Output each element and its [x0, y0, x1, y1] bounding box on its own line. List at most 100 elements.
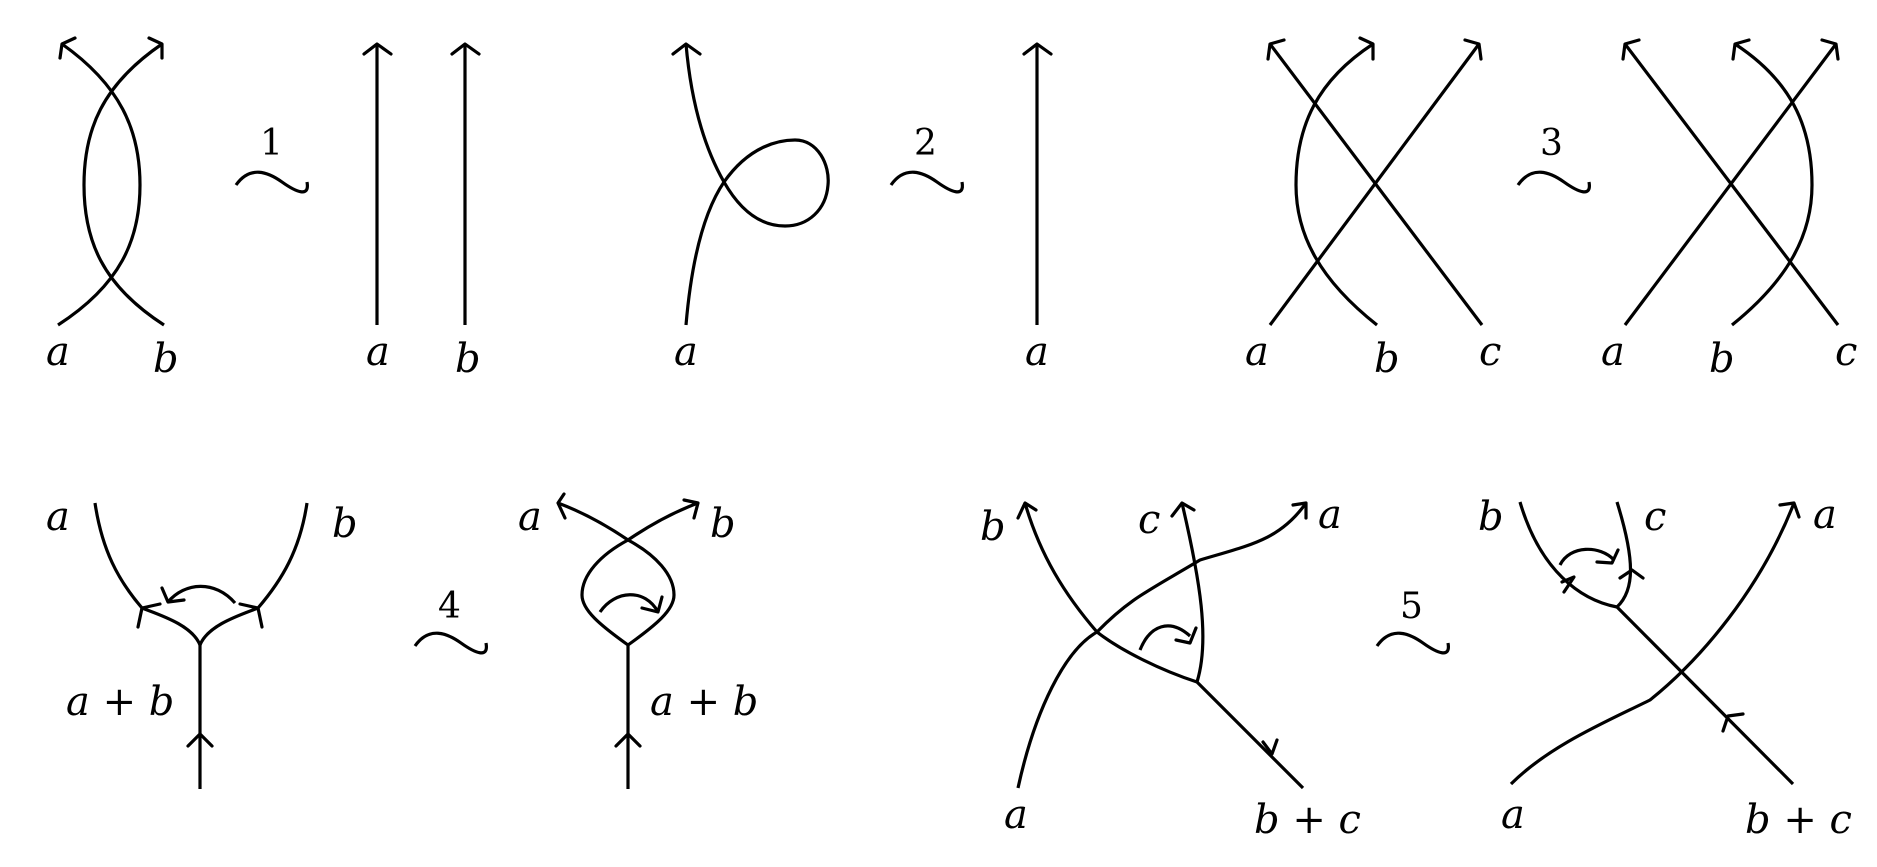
label-a-plus-b: a + b [66, 679, 174, 725]
arrowhead-icon [450, 42, 481, 56]
label-b-plus-c: b + c [1254, 797, 1361, 843]
arrowhead-icon [147, 36, 164, 60]
arrowhead-icon [1291, 501, 1308, 520]
label-b: b [455, 336, 481, 382]
label-c: c [1138, 497, 1160, 543]
arrowhead-icon [671, 42, 702, 56]
arrowhead-icon [1016, 501, 1038, 520]
move-4-right-diagram: a b a + b [518, 492, 758, 789]
tilde-icon [1516, 170, 1591, 194]
label-b: b [153, 336, 179, 382]
strand-b [82, 42, 165, 327]
arrowhead-icon [58, 36, 77, 60]
move-number: 2 [914, 123, 937, 164]
move-number: 5 [1400, 586, 1423, 627]
strand-b [1518, 501, 1618, 609]
strand-b [1730, 42, 1814, 327]
arrowhead-icon [1778, 501, 1801, 519]
label-a: a [1025, 329, 1049, 375]
label-a: a [366, 329, 390, 375]
strand-b [198, 502, 309, 646]
arrowhead-icon [136, 602, 162, 629]
strand-c [1615, 501, 1632, 609]
strand-b [1023, 502, 1198, 684]
move-5-left-diagram: b c a a b + c [980, 492, 1361, 843]
move-4-relation: 4 [413, 586, 488, 655]
tilde-icon [234, 170, 309, 194]
strand-c [1180, 502, 1205, 683]
move-5-relation: 5 [1375, 586, 1450, 655]
rotation-arc-icon [166, 584, 237, 605]
stem-b-plus-c [1195, 680, 1305, 790]
stem-arrowhead-icon [1721, 712, 1745, 733]
label-a: a [46, 494, 70, 540]
move-4-left-diagram: a b a + b [46, 494, 358, 789]
label-a-top: a [1318, 492, 1342, 538]
rotation-arc-icon [598, 593, 660, 613]
strand-a-with-loop [684, 43, 830, 326]
move-3-left-diagram: a b c [1245, 36, 1501, 382]
arrowhead-icon [1560, 575, 1576, 594]
arrowhead-icon [556, 492, 567, 520]
strand-c [1623, 43, 1840, 326]
move-1-right-diagram: a b [362, 42, 481, 382]
stem-arrowhead-icon [1261, 738, 1279, 756]
arrowhead-icon [1731, 38, 1751, 61]
label-b: b [980, 504, 1006, 550]
strand-a [93, 502, 202, 646]
move-3-right-diagram: a b c [1601, 38, 1857, 382]
label-b: b [1709, 336, 1735, 382]
label-a: a [46, 329, 70, 375]
label-b: b [1374, 336, 1400, 382]
strand-a [580, 501, 699, 647]
label-a-bottom: a [1004, 792, 1028, 838]
label-a: a [518, 494, 542, 540]
label-b: b [332, 501, 358, 547]
arrowhead-icon [1266, 38, 1286, 61]
move-2-right-diagram: a [1022, 42, 1053, 375]
strand-c [1268, 43, 1484, 326]
move-number: 4 [438, 586, 461, 627]
move-5-right-diagram: b c a a b + c [1478, 492, 1852, 843]
strand-b [557, 501, 676, 647]
arrowhead-icon [1618, 568, 1645, 580]
strand-b [1294, 42, 1378, 327]
stem-b-plus-c [1615, 605, 1795, 786]
arrowhead-icon [1358, 36, 1375, 61]
arrowhead-icon [1820, 38, 1840, 61]
label-a-bottom: a [1501, 792, 1525, 838]
tilde-icon [1375, 631, 1450, 655]
rotation-arc-icon [1138, 624, 1192, 651]
tilde-icon [413, 631, 488, 655]
label-a-top: a [1813, 492, 1837, 538]
label-c: c [1644, 494, 1666, 540]
move-number: 3 [1540, 123, 1563, 164]
label-b: b [710, 501, 736, 547]
rotation-arrowhead-icon [1595, 548, 1620, 565]
strand-a [1016, 502, 1308, 789]
arrowhead-icon [362, 42, 393, 56]
tilde-icon [889, 170, 964, 194]
stem-arrowhead-icon [186, 732, 214, 748]
label-a: a [1601, 329, 1625, 375]
rotation-arc-icon [1558, 547, 1616, 566]
label-c: c [1835, 329, 1857, 375]
arrowhead-icon [1170, 501, 1196, 518]
label-a-plus-b: a + b [650, 679, 758, 725]
arrowhead-icon [1621, 38, 1641, 61]
move-number: 1 [260, 123, 283, 164]
arrowhead-icon [238, 602, 264, 629]
label-b: b [1478, 494, 1504, 540]
move-3-relation: 3 [1516, 123, 1591, 194]
rotation-arrowhead-icon [1174, 626, 1198, 645]
move-2-left-diagram: a [671, 42, 830, 375]
stem-arrowhead-icon [614, 732, 642, 748]
rotation-arrowhead-icon [640, 595, 664, 614]
arrowhead-icon [1022, 42, 1053, 56]
move-2-relation: 2 [889, 123, 964, 194]
strand-a [57, 42, 142, 327]
label-c: c [1479, 329, 1501, 375]
strand-a [1509, 502, 1796, 786]
label-a: a [1245, 329, 1269, 375]
